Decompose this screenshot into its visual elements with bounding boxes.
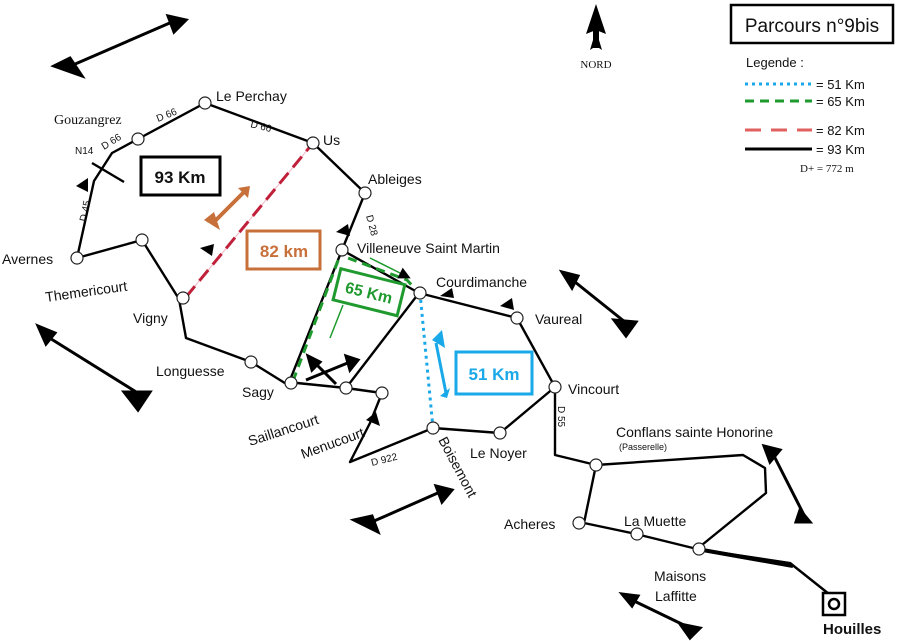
north-arrow-icon xyxy=(586,4,606,50)
place-us: Us xyxy=(323,132,340,148)
small-triangles xyxy=(76,178,514,426)
place-la-muette: La Muette xyxy=(624,513,686,529)
route-82km-pink xyxy=(185,142,314,298)
place-ableiges: Ableiges xyxy=(368,171,422,187)
legend-label-82: = 82 Km xyxy=(816,123,865,138)
place-labels: Gouzangrez Le Perchay Us Ableiges Villen… xyxy=(2,88,881,638)
legend: Legende : = 51 Km = 65 Km = 82 Km = 93 K… xyxy=(745,55,865,175)
place-conflans: Conflans sainte Honorine xyxy=(616,424,773,440)
place-maisons: Maisons xyxy=(654,568,706,584)
n14-road-marker xyxy=(91,161,125,184)
place-acheres: Acheres xyxy=(504,516,555,532)
arrow-65-a xyxy=(369,257,411,279)
waypoints xyxy=(70,96,706,556)
road-d922: D 922 xyxy=(370,452,399,469)
legend-heading: Legende : xyxy=(746,55,804,70)
arrow-65-b xyxy=(329,304,344,339)
route-final-leg xyxy=(696,547,794,568)
place-le-noyer: Le Noyer xyxy=(470,445,527,461)
place-vincourt: Vincourt xyxy=(568,381,619,397)
place-vigny: Vigny xyxy=(133,310,168,326)
route-82km xyxy=(184,142,315,298)
box-65km-group: 65 Km xyxy=(331,266,407,318)
place-courdimanche: Courdimanche xyxy=(436,274,527,290)
place-vaureal: Vaureal xyxy=(535,311,582,327)
place-villeneuve: Villeneuve Saint Martin xyxy=(357,240,500,256)
road-d66-b: D 66 xyxy=(249,119,273,135)
legend-label-65: = 65 Km xyxy=(816,94,865,109)
place-longuesse: Longuesse xyxy=(156,363,225,379)
legend-label-93: = 93 Km xyxy=(816,142,865,157)
place-houilles: Houilles xyxy=(823,621,881,638)
road-n14: N14 xyxy=(75,146,94,157)
route-65km xyxy=(291,246,420,382)
box-93km-label: 93 Km xyxy=(154,168,205,187)
place-gouzangrez: Gouzangrez xyxy=(54,113,122,128)
houilles-marker xyxy=(821,591,847,617)
route-51km xyxy=(418,292,435,429)
box-51km xyxy=(454,350,534,396)
place-sagy: Sagy xyxy=(242,384,274,400)
box-51km-label: 51 Km xyxy=(468,365,519,384)
place-avernes: Avernes xyxy=(2,251,53,267)
box-65km xyxy=(331,266,407,318)
legend-label-51: = 51 Km xyxy=(816,77,865,92)
box-82km xyxy=(245,229,322,271)
direction-arrows xyxy=(35,13,814,641)
box-93km xyxy=(139,155,222,197)
road-d55: D 55 xyxy=(555,406,566,428)
place-laffitte: Laffitte xyxy=(655,588,697,604)
road-d28: D 28 xyxy=(363,214,379,238)
road-d45: D 45 xyxy=(78,199,93,222)
arrow-51km xyxy=(432,330,450,398)
place-passerelle: (Passerelle) xyxy=(619,442,667,452)
place-le-perchay: Le Perchay xyxy=(216,88,287,104)
map-title: Parcours n°9bis xyxy=(745,16,879,37)
north-label: NORD xyxy=(580,59,611,71)
box-82km-label: 82 km xyxy=(260,242,308,261)
title-box xyxy=(729,3,895,45)
place-themericourt: Themericourt xyxy=(44,278,128,305)
arrow-82km xyxy=(204,186,250,230)
elevation-gain: D+ = 772 m xyxy=(800,163,854,175)
